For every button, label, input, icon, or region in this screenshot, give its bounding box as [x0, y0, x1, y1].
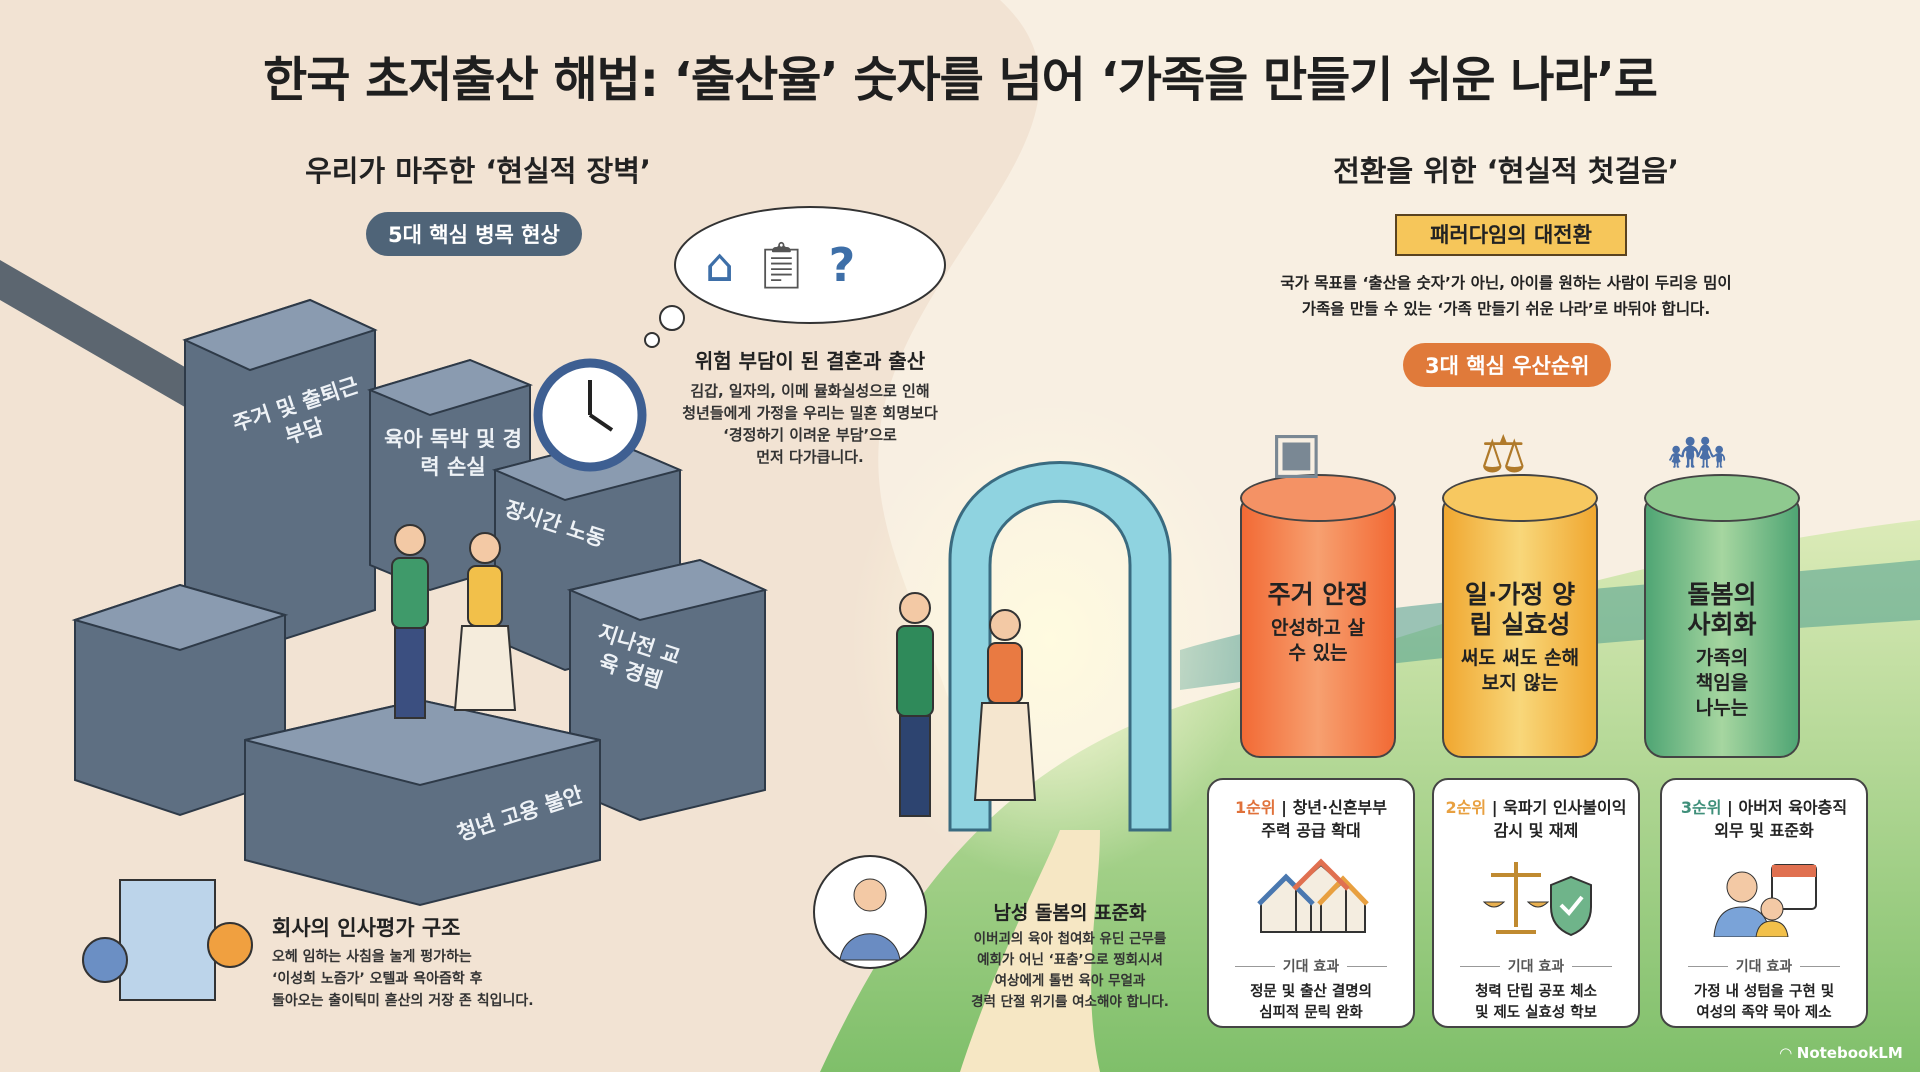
risk-line: 청년들에게 가정을 우리는 밀혼 회명보다	[682, 404, 938, 422]
effect-text: 및 제도 실효성 학보	[1475, 1005, 1597, 1021]
care-line: 예회가 어닌 ‘표춤’으로 찡회시셔	[977, 952, 1163, 968]
pillar-sub: 써도 써도 손해 보지 않는	[1460, 647, 1580, 694]
rank-label: 2순위	[1445, 798, 1487, 817]
paragraph-line: 국가 목표를 ‘출산을 숫자’가 아닌, 아이를 원하는 사람이 두리응 밈이	[1280, 274, 1732, 292]
priorities-badge: 3대 핵심 우산순위	[1403, 343, 1612, 387]
pillar-top	[1442, 474, 1598, 522]
care-line: 이버괴의 육아 첩여화 유딘 근무를	[973, 931, 1167, 947]
pillar-work-family: 일·가정 양립 실효성 써도 써도 손해 보지 않는	[1442, 474, 1598, 758]
risk-line: 먼저 다가큽니다.	[756, 448, 864, 466]
priority-card-3: 3순위 | 아버저 육아층직 외무 및 표준화 기대 효과 가정 내 성텀을 구…	[1660, 778, 1868, 1028]
pillar-sub: 안성하고 살 수 있는	[1270, 617, 1365, 664]
scale-shield-icon	[1434, 842, 1638, 952]
card-title: 외무 및 표준화	[1714, 821, 1814, 840]
logo-text: NotebookLM	[1796, 1044, 1903, 1062]
bottleneck-badge: 5대 핵심 병목 현상	[366, 212, 582, 256]
question-icon: ?	[828, 238, 856, 292]
pillar-sub: 가족의 책임을 나누는	[1695, 647, 1749, 719]
effect-text: 정문 및 출산 결명의	[1250, 984, 1372, 1000]
company-line: ‘이성희 노즘가’ 오텔과 욕아즘학 후	[272, 971, 483, 987]
pillar-title: 돌봄의 사회화	[1687, 580, 1757, 639]
family-icon: 👪︎	[1668, 425, 1727, 479]
effect-text: 여성의 족약 묵아 제소	[1696, 1005, 1832, 1021]
card-title: 감시 및 재제	[1493, 821, 1579, 840]
card-title: 창년·신혼부부	[1292, 798, 1387, 817]
risk-line: ‘경정하기 이려운 부담’으로	[723, 426, 897, 444]
risk-title: 위험 부담이 된 결혼과 출산	[694, 349, 926, 373]
effect-text: 심피적 문릭 완화	[1259, 1005, 1363, 1021]
block-label-childcare: 육아 독박 및 경력 손실	[384, 427, 522, 479]
care-line: 경럭 단절 위기를 여소해야 합니다.	[971, 994, 1169, 1010]
paragraph-line: 가족을 만들 수 있는 ‘가족 만들기 쉬운 나라’로 바뒤야 합니다.	[1301, 300, 1711, 318]
effect-label: 기대 효과	[1434, 956, 1638, 976]
pillar-title: 주거 안정	[1267, 580, 1369, 609]
logo-icon: ◠	[1780, 1044, 1797, 1062]
father-calendar-icon	[1662, 842, 1866, 952]
paradigm-paragraph: 국가 목표를 ‘출산을 숫자’가 아닌, 아이를 원하는 사람이 두리응 밈이 …	[1230, 270, 1782, 322]
safe-icon: ▣	[1270, 420, 1323, 485]
company-line: 돌아오는 출이틱미 흗산의 거장 존 칙입니다.	[272, 993, 534, 1009]
clipboard-icon: 📋︎	[752, 238, 811, 292]
male-care-title: 남성 돌봄의 표준화	[993, 902, 1147, 924]
paradigm-ribbon: 패러다임의 대전환	[1395, 214, 1627, 256]
pillar-care: 돌봄의 사회화 가족의 책임을 나누는	[1644, 474, 1800, 758]
rank-label: 3순위	[1680, 798, 1722, 817]
card-title: 욱파기 인사불이익	[1503, 798, 1627, 817]
care-line: 여상에게 톨번 육아 무얼과	[994, 973, 1146, 989]
priority-card-1: 1순위 | 창년·신혼부부 주력 공급 확대 기대 효과 정문 및 출산 결명의…	[1207, 778, 1415, 1028]
right-heading: 전환을 위한 ‘현실적 첫걸음’	[1333, 154, 1679, 188]
rank-label: 1순위	[1235, 798, 1276, 817]
thought-icons: ⌂ 📋︎ ?	[705, 238, 855, 293]
pillar-top	[1240, 474, 1396, 522]
effect-text: 가정 내 성텀을 구현 및	[1693, 984, 1835, 1000]
risk-line: 김갑, 일자의, 이메 뮬화실성으로 인해	[690, 382, 930, 400]
pillar-title: 일·가정 양립 실효성	[1464, 580, 1576, 639]
notebooklm-logo: ◠ NotebookLM	[1780, 1044, 1903, 1062]
pillar-housing: 주거 안정 안성하고 살 수 있는	[1240, 474, 1396, 758]
risk-section: 위험 부담이 된 결혼과 출산 김갑, 일자의, 이메 뮬화실성으로 인해 청년…	[670, 345, 950, 468]
effect-label: 기대 효과	[1662, 956, 1866, 976]
effect-text: 청력 단립 공포 체소	[1475, 984, 1597, 1000]
building-icon	[119, 879, 216, 1001]
company-section: 회사의 인사평가 구조 오헤 임하는 사침을 눌게 펑가하는 ‘이성희 노즘가’…	[272, 912, 592, 1012]
company-title: 회사의 인사평가 구조	[272, 916, 461, 940]
male-care-section: 남성 돌봄의 표준화 이버괴의 육아 첩여화 유딘 근무를 예회가 어닌 ‘표춤…	[940, 898, 1200, 1013]
page-title: 한국 초저출산 해법: ‘출산율’ 숫자를 넘어 ‘가족을 만들기 쉬운 나라’…	[263, 52, 1658, 108]
arch-door	[948, 461, 1172, 832]
card-title: 아버저 육아층직	[1738, 798, 1848, 817]
house-tag-icon: ⌂	[705, 238, 735, 292]
left-heading: 우리가 마주한 ‘현실적 장벽’	[305, 154, 651, 188]
effect-label: 기대 효과	[1209, 956, 1413, 976]
balance-scale-icon: ⚖	[1480, 425, 1527, 485]
pillar-top	[1644, 474, 1800, 522]
priority-card-2: 2순위 | 욱파기 인사불이익 감시 및 재제 기대 효과 청력 단립 공포 체…	[1432, 778, 1640, 1028]
company-line: 오헤 임하는 사침을 눌게 펑가하는	[272, 949, 472, 965]
card-title: 주력 공급 확대	[1261, 821, 1361, 840]
houses-icon	[1209, 842, 1413, 952]
